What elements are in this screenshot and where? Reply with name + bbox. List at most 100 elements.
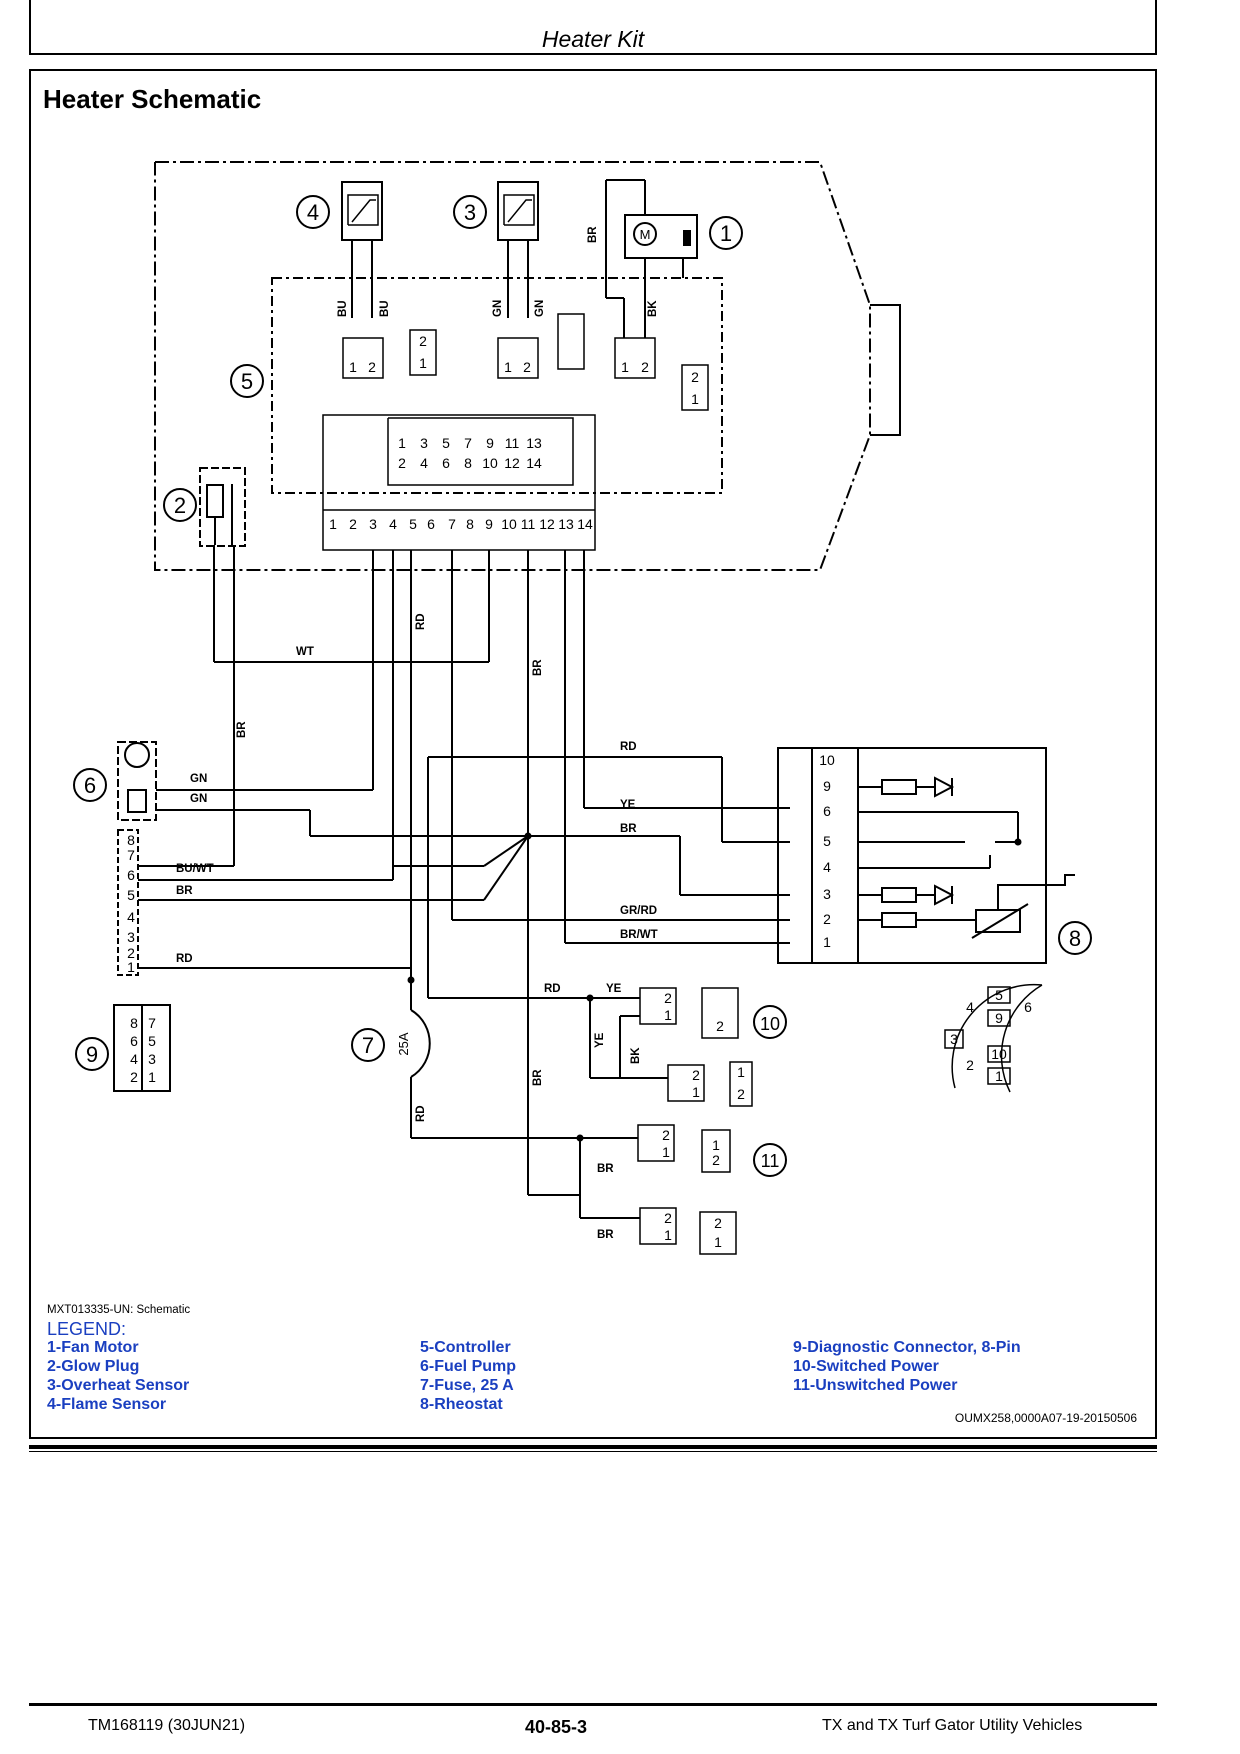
pin-label: 4 <box>966 999 974 1015</box>
pin-label: 6 <box>442 455 450 471</box>
pin-label: 10 <box>482 455 498 471</box>
pin-label: 9 <box>995 1010 1003 1026</box>
pin-label: 8 <box>130 1015 138 1031</box>
pin-label: 2 <box>691 369 699 385</box>
wire-label: GN <box>190 773 207 785</box>
fuse-symbol <box>410 1009 431 1078</box>
callout-8-label: 8 <box>1069 926 1081 951</box>
pin-label: 5 <box>148 1033 156 1049</box>
pin-label: 4 <box>823 859 831 875</box>
pin-label: 1 <box>737 1064 745 1080</box>
pin-label: 2 <box>692 1067 700 1083</box>
wire-label: RD <box>620 741 637 753</box>
pin-label: 7 <box>148 1015 156 1031</box>
callout-1 <box>709 216 743 250</box>
pin-label: 5 <box>127 887 135 903</box>
wire-label: GN <box>534 300 546 317</box>
wire-label: BR <box>532 659 544 676</box>
main-connector-key <box>387 417 574 486</box>
pin-label: 1 <box>691 391 699 407</box>
figure-caption: MXT013335-UN: Schematic <box>47 1304 191 1316</box>
pin-label: 5 <box>823 833 831 849</box>
pin-label: 5 <box>442 435 450 451</box>
motor-label: M <box>640 227 651 242</box>
fuse-rating: 25A <box>396 1032 411 1055</box>
pin-label: 3 <box>950 1031 958 1047</box>
pin-label: 8 <box>127 832 135 848</box>
wire-label: RD <box>544 983 561 995</box>
wire-label: BU <box>337 300 349 317</box>
legend-item: 1-Fan Motor <box>47 1339 139 1356</box>
pin-label: 1 <box>349 359 357 375</box>
legend-item: 9-Diagnostic Connector, 8-Pin <box>793 1339 1021 1356</box>
legend-item: 11-Unswitched Power <box>793 1377 958 1394</box>
pin-label: 2 <box>349 516 357 532</box>
wire-label: BK <box>647 300 659 317</box>
wire-label: YE <box>620 799 636 811</box>
reference-code: OUMX258,0000A07-19-20150506 <box>954 1411 1137 1425</box>
pin-label: 6 <box>1024 999 1032 1015</box>
pin-label: 1 <box>664 1227 672 1243</box>
callout-7-label: 7 <box>362 1033 374 1058</box>
callout-11-label: 11 <box>761 1151 780 1171</box>
pin-label: 6 <box>427 516 435 532</box>
pin-label: 1 <box>712 1137 720 1153</box>
section-divider <box>29 1451 1157 1452</box>
pin-label: 2 <box>712 1152 720 1168</box>
pin-label: 6 <box>127 867 135 883</box>
glow-plug-body <box>199 467 246 547</box>
callout-1-label: 1 <box>720 221 732 246</box>
pin-label: 4 <box>389 516 397 532</box>
callout-6-label: 6 <box>84 773 96 798</box>
wire-label: WT <box>296 646 314 658</box>
pin-label: 9 <box>823 778 831 794</box>
legend-title: LEGEND: <box>47 1319 127 1339</box>
rheostat-knob-icon <box>1000 984 1043 1093</box>
pin-label: 1 <box>662 1144 670 1160</box>
pin-label: 10 <box>991 1046 1007 1062</box>
pin-label: 2 <box>966 1057 974 1073</box>
legend-item: 2-Glow Plug <box>47 1358 140 1375</box>
flame-sensor-body <box>341 181 383 241</box>
footer-manual: TM168119 (30JUN21) <box>88 1717 246 1734</box>
wire-label: BR <box>597 1229 614 1241</box>
pin-label: 2 <box>419 333 427 349</box>
pin-label: 3 <box>148 1051 156 1067</box>
main-connector <box>322 414 596 551</box>
legend-item: 4-Flame Sensor <box>47 1396 167 1413</box>
wire-label: RD <box>415 613 427 630</box>
junction-dot <box>524 832 532 840</box>
callout-10 <box>753 1005 787 1039</box>
pin-label: 13 <box>558 516 574 532</box>
content-frame <box>29 69 1157 1439</box>
pin-label: 7 <box>127 847 135 863</box>
pin-label: 11 <box>521 516 536 532</box>
legend-item: 3-Overheat Sensor <box>47 1377 190 1394</box>
pin-label: 7 <box>448 516 456 532</box>
pin-label: 8 <box>464 455 472 471</box>
junction-dot <box>576 1134 584 1142</box>
callout-4 <box>296 195 330 229</box>
pin-label: 1 <box>621 359 629 375</box>
pin-label: 2 <box>662 1127 670 1143</box>
callout-8 <box>1058 921 1092 955</box>
wire-label: RD <box>176 953 193 965</box>
pin-label: 2 <box>664 1210 672 1226</box>
pin-label: 2 <box>714 1215 722 1231</box>
pin-label: 2 <box>716 1018 724 1034</box>
pin-label: 2 <box>368 359 376 375</box>
pin-label: 1 <box>692 1084 700 1100</box>
pin-label: 2 <box>398 455 406 471</box>
footer-divider <box>29 1703 1157 1706</box>
pin-label: 2 <box>523 359 531 375</box>
wire-label: GN <box>190 793 207 805</box>
pin-label: 10 <box>501 516 517 532</box>
pin-label: 2 <box>664 990 672 1006</box>
pin-label: 6 <box>130 1033 138 1049</box>
legend-item: 10-Switched Power <box>793 1358 939 1375</box>
pin-label: 1 <box>823 934 831 950</box>
legend-item: 5-Controller <box>420 1339 511 1356</box>
footer-page-number: 40-85-3 <box>525 1717 588 1737</box>
pin-label: 13 <box>526 435 542 451</box>
pin-label: 10 <box>819 752 835 768</box>
